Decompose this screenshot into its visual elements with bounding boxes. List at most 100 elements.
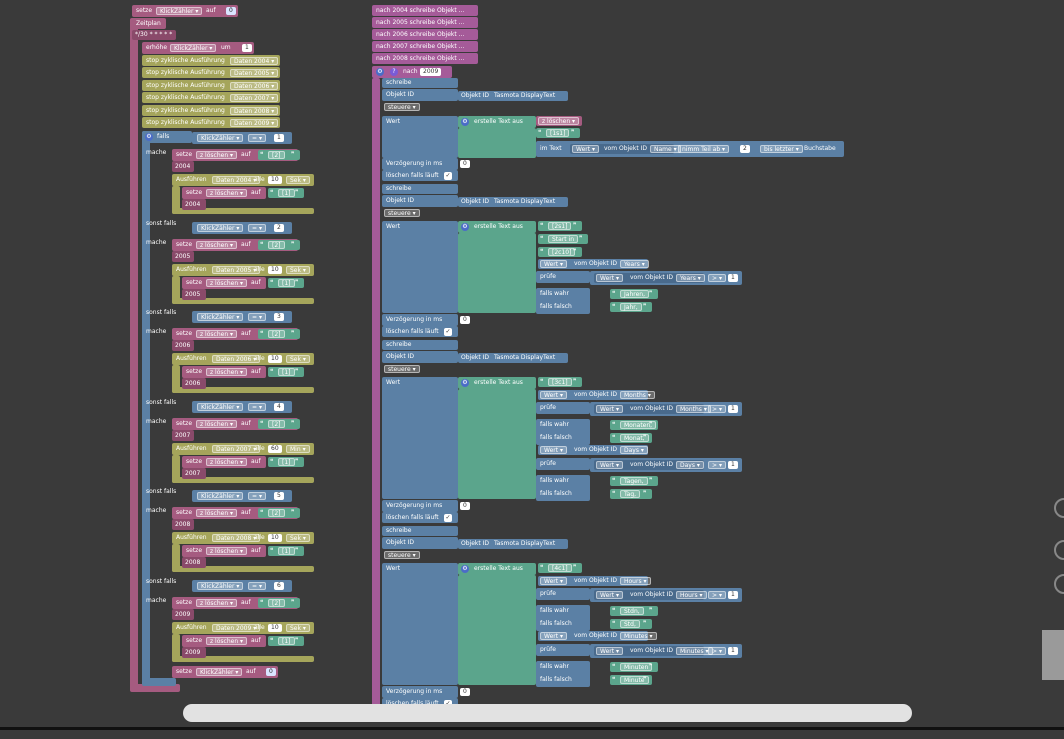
operator-dropdown[interactable]: = ▾ <box>248 402 266 411</box>
year-number-field[interactable]: 2007 <box>172 429 194 441</box>
string-block-value[interactable]: [2] <box>268 330 285 338</box>
var-dropdown[interactable]: KlickZähler ▾ <box>197 223 244 232</box>
steuere-dropdown[interactable]: steuere ▾ <box>384 551 420 559</box>
nach-block[interactable]: nach 2007 schreibe Objekt ... <box>372 41 478 52</box>
verzoegerung-row[interactable]: Verzögerung in ms <box>382 158 458 170</box>
schreibe-block[interactable]: schreibe <box>382 340 458 350</box>
loeschen-row[interactable]: löschen falls läuft✓ <box>382 326 458 337</box>
unit-dropdown[interactable]: Min ▾ <box>286 444 310 453</box>
interval-input[interactable]: 10 <box>268 176 282 184</box>
string-block-value[interactable]: Jahren, <box>620 290 649 298</box>
erstelle-text-block[interactable]: ⚙erstelle Text aus <box>458 377 536 389</box>
string-block-value[interactable]: [4c1] <box>548 564 572 572</box>
checkbox-checked[interactable]: ✓ <box>444 328 452 336</box>
var-dropdown[interactable]: z löschen ▾ <box>206 547 248 555</box>
string-block-value[interactable]: [2] <box>268 419 285 428</box>
inner-wert-block[interactable] <box>594 590 704 600</box>
compare-value-input[interactable]: 1 <box>274 134 284 142</box>
var-dropdown[interactable]: KlickZähler ▾ <box>196 668 243 676</box>
delay-input[interactable]: 0 <box>460 688 470 696</box>
var-dropdown[interactable]: z löschen ▾ <box>206 189 248 197</box>
unit-dropdown[interactable]: Sek ▾ <box>286 623 310 632</box>
pruefe-row[interactable]: prüfe <box>536 458 590 470</box>
schedule-dropdown[interactable]: Daten 2008 ▾ <box>212 534 261 542</box>
schedule-dropdown[interactable]: Daten 2008 ▾ <box>230 106 279 115</box>
string-block-value[interactable]: [2] <box>268 598 285 607</box>
schedule-dropdown[interactable]: Daten 2009 ▾ <box>212 623 261 632</box>
string-block[interactable]: ❝[1]❞ <box>268 367 304 377</box>
string-block-value[interactable]: [1s1] <box>546 129 570 137</box>
compare-value-input[interactable]: 4 <box>274 402 284 411</box>
schedule-dropdown[interactable]: Daten 2006 ▾ <box>230 81 279 90</box>
wert-dropdown[interactable]: Wert ▾ <box>540 391 568 399</box>
delay-input[interactable]: 0 <box>460 502 470 510</box>
objekt-id-row[interactable]: Objekt ID <box>382 537 458 549</box>
operator-dropdown[interactable]: > ▾ <box>708 591 726 599</box>
schedule-dropdown[interactable]: Daten 2005 ▾ <box>212 265 261 274</box>
falls-header[interactable]: ⚙falls <box>142 131 192 143</box>
string-block[interactable]: ❝Minuten❞ <box>610 662 658 672</box>
string-block-value[interactable]: [2s1] <box>548 222 572 230</box>
pruefe-row[interactable]: prüfe <box>536 402 590 414</box>
wert-dropdown[interactable]: Wert ▾ <box>596 461 624 469</box>
bis-dropdown[interactable]: bis letzter ▾ <box>760 145 803 153</box>
wert-dropdown[interactable]: Wert ▾ <box>596 647 624 655</box>
string-block[interactable]: ❝[4c1]❞ <box>538 563 582 573</box>
interval-input[interactable]: 10 <box>268 534 282 542</box>
pruefe-row[interactable]: prüfe <box>536 588 590 600</box>
inner-wert-block[interactable] <box>594 646 704 656</box>
verzoegerung-row[interactable]: Verzögerung in ms <box>382 314 458 326</box>
string-block[interactable]: ❝[2c10]❞ <box>538 247 582 257</box>
string-block[interactable]: ❝[2]❞ <box>258 597 300 608</box>
gear-icon[interactable]: ⚙ <box>376 68 384 76</box>
string-block-value[interactable]: [3c1] <box>548 378 572 386</box>
string-block-value[interactable]: Tagen, <box>620 477 648 485</box>
schedule-dropdown[interactable]: Daten 2004 ▾ <box>212 176 261 184</box>
object-id-dropdown[interactable]: Days ▾ <box>676 461 704 469</box>
erstelle-text-block[interactable]: ⚙erstelle Text aus <box>458 563 536 575</box>
compare-value-input[interactable]: 1 <box>728 274 738 282</box>
var-dropdown[interactable]: KlickZähler ▾ <box>197 492 244 500</box>
compare-block[interactable]: KlickZähler ▾ = ▾ 5 <box>192 490 292 502</box>
gear-icon[interactable]: ⚙ <box>461 379 469 387</box>
pruefe-row[interactable]: prüfe <box>536 644 590 656</box>
string-block-value[interactable]: [1] <box>278 547 295 555</box>
string-block-value[interactable]: [1] <box>278 278 295 287</box>
compare-value-input[interactable]: 5 <box>274 492 284 500</box>
steuere-dropdown[interactable]: steuere ▾ <box>384 209 420 217</box>
compare-value-input[interactable]: 3 <box>274 313 284 321</box>
var-dropdown[interactable]: z löschen ▾ <box>196 330 238 338</box>
operator-dropdown[interactable]: = ▾ <box>248 492 266 500</box>
schedule-dropdown[interactable]: Daten 2005 ▾ <box>230 69 279 78</box>
string-block-value[interactable]: Minute <box>620 676 649 684</box>
object-id-dropdown[interactable]: Years ▾ <box>676 274 705 282</box>
string-block-value[interactable]: Std, <box>620 620 640 628</box>
unit-dropdown[interactable]: Sek ▾ <box>286 534 310 542</box>
string-block[interactable]: ❝Jahr,❞ <box>610 302 652 312</box>
year-number-field[interactable]: 2009 <box>172 608 194 620</box>
zoom-out-icon[interactable] <box>1054 574 1064 594</box>
object-id-dropdown[interactable]: Hours ▾ <box>676 591 707 599</box>
year-number-field[interactable]: 2006 <box>172 340 194 351</box>
nimm-teil-dropdown[interactable]: nimm Teil ab ▾ <box>678 145 730 153</box>
operator-dropdown[interactable]: > ▾ <box>708 461 726 469</box>
string-block[interactable]: ❝[2]❞ <box>258 239 300 250</box>
string-block[interactable]: ❝Tagen,❞ <box>610 476 658 486</box>
string-block-value[interactable]: [1] <box>278 368 295 376</box>
cron-field[interactable]: */30 * * * * * <box>132 30 176 40</box>
string-block-value[interactable]: [2] <box>268 240 285 249</box>
interval-input[interactable]: 10 <box>268 355 282 363</box>
compare-block[interactable]: KlickZähler ▾= ▾2 <box>192 221 292 234</box>
compare-value-input[interactable]: 1 <box>728 591 738 599</box>
year-number-field[interactable]: 2007 <box>182 467 206 479</box>
